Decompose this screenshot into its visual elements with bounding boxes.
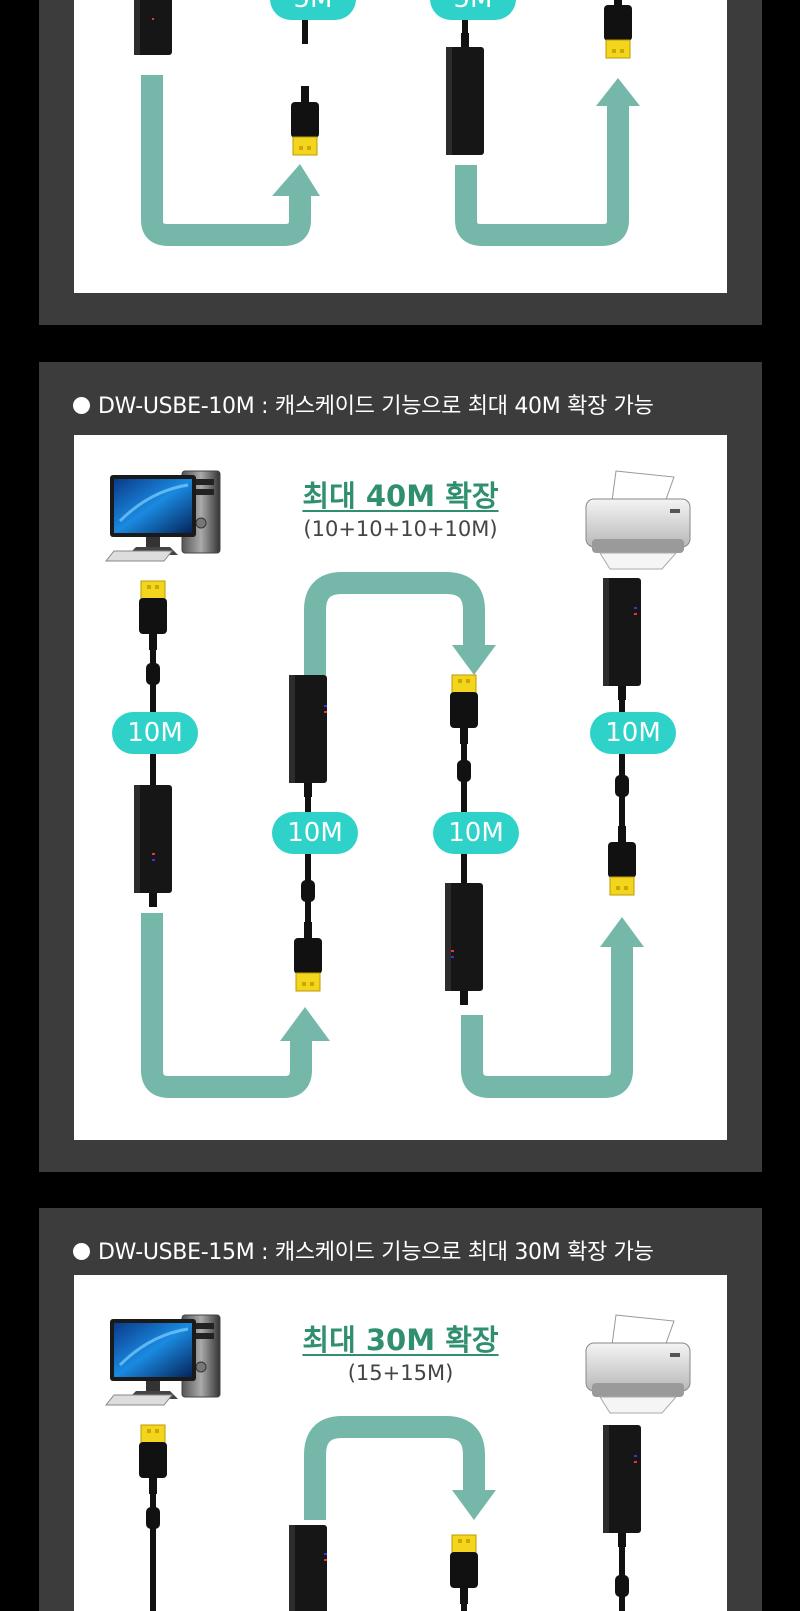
section-title-text: DW-USBE-15M : 캐스케이드 기능으로 최대 30M 확장 가능 (98, 1240, 654, 1265)
cable-diagram (134, 0, 640, 246)
length-breakdown: (10+10+10+10M) (303, 517, 498, 541)
diagram-heading: 최대 30M 확장 (15+15M) (74, 1317, 727, 1385)
section-5m-diagram: 5M 5M (74, 0, 727, 293)
diagram-heading: 최대 40M 확장 (10+10+10+10M) (74, 473, 727, 541)
length-breakdown: (15+15M) (347, 1361, 454, 1385)
section-10m-panel: DW-USBE-10M : 캐스케이드 기능으로 최대 40M 확장 가능 (39, 362, 762, 1172)
section-title: DW-USBE-15M : 캐스케이드 기능으로 최대 30M 확장 가능 (73, 1234, 654, 1266)
bullet-icon (73, 1243, 90, 1260)
section-15m-diagram: 최대 30M 확장 (15+15M) (74, 1275, 727, 1611)
section-15m-panel: DW-USBE-15M : 캐스케이드 기능으로 최대 30M 확장 가능 최대… (39, 1208, 762, 1611)
max-length-heading: 최대 40M 확장 (302, 479, 499, 513)
cable-diagram (104, 1313, 691, 1611)
length-badge: 5M (270, 0, 356, 20)
section-title-text: DW-USBE-10M : 캐스케이드 기능으로 최대 40M 확장 가능 (98, 394, 654, 419)
section-title: DW-USBE-10M : 캐스케이드 기능으로 최대 40M 확장 가능 (73, 388, 654, 420)
section-5m-panel: 5M 5M (39, 0, 762, 325)
length-badge: 10M (590, 712, 676, 754)
bullet-icon (73, 397, 90, 414)
max-length-heading: 최대 30M 확장 (302, 1323, 499, 1357)
length-badge: 10M (272, 812, 358, 854)
length-badge: 10M (112, 712, 198, 754)
length-badge: 10M (433, 812, 519, 854)
length-badge: 5M (430, 0, 516, 20)
section-10m-diagram: 최대 40M 확장 (10+10+10+10M) 10M 10M 10M 10M (74, 435, 727, 1140)
